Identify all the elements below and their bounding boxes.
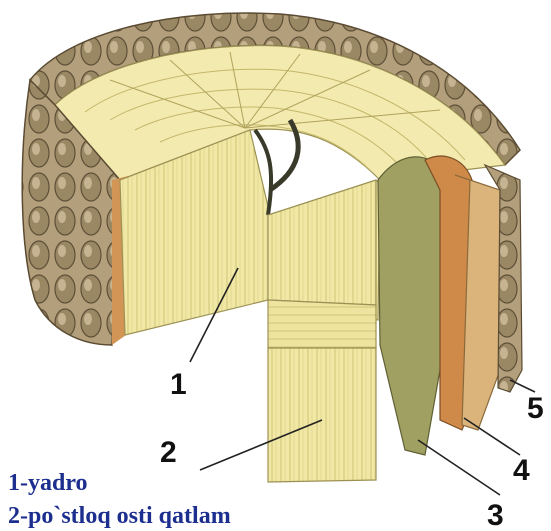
callout-2: 2 bbox=[160, 436, 177, 469]
legend-item-1: 1-yadro bbox=[8, 470, 88, 497]
callout-4: 4 bbox=[513, 454, 530, 487]
layer-cambium bbox=[378, 157, 445, 455]
callout-3: 3 bbox=[487, 499, 504, 531]
legend-item-2: 2-po`stloq osti qatlam bbox=[8, 503, 231, 530]
callout-1: 1 bbox=[170, 368, 187, 401]
callout-5: 5 bbox=[527, 392, 544, 425]
pillar-lower bbox=[268, 348, 376, 482]
pillar-upper bbox=[268, 180, 376, 305]
pillar-band bbox=[268, 300, 376, 348]
